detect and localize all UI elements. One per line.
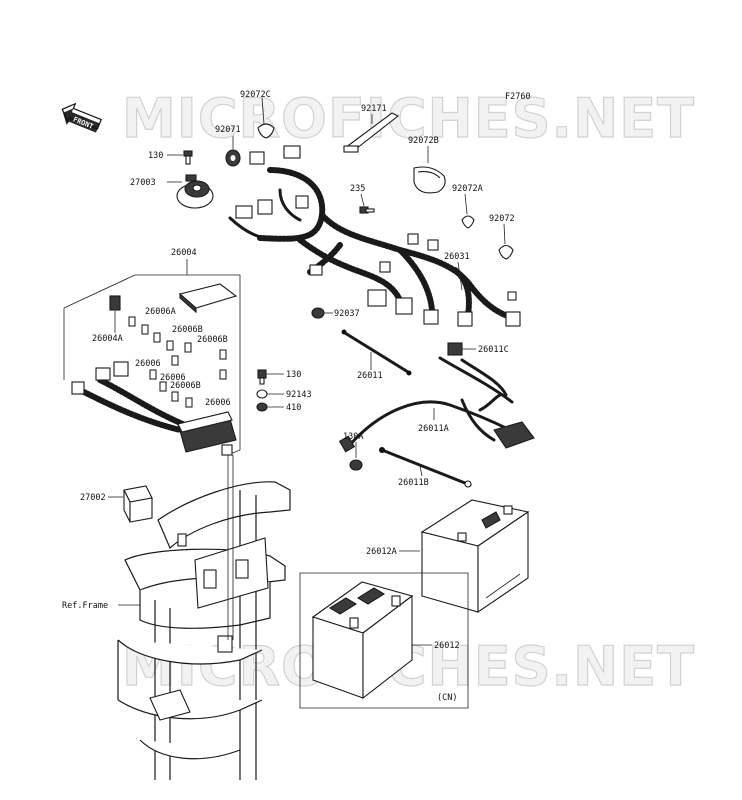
part-26011A[interactable] — [338, 393, 535, 453]
label-26011A: 26011A — [418, 424, 449, 434]
part-26011B[interactable] — [379, 447, 472, 488]
front-arrow-icon: FRONT — [61, 102, 102, 133]
label-26031: 26031 — [444, 252, 470, 262]
label-92037: 92037 — [334, 309, 360, 319]
part-26012A-battery[interactable] — [420, 499, 530, 614]
label-92072C: 92072C — [240, 90, 271, 100]
part-26031-wire-harness[interactable] — [228, 145, 521, 327]
label-26006B-2: 26006B — [197, 335, 228, 345]
diagram-code: F2760 — [505, 92, 531, 102]
part-92071[interactable] — [225, 149, 241, 167]
label-130A: 130A — [343, 432, 363, 442]
label-26006-1: 26006 — [135, 359, 161, 369]
part-130A[interactable] — [349, 459, 363, 471]
label-26006-2: 26006 — [160, 373, 186, 383]
label-130-top: 130 — [148, 151, 163, 161]
fuse-set[interactable] — [128, 316, 227, 408]
label-27002: 27002 — [80, 493, 106, 503]
label-26004: 26004 — [171, 248, 197, 258]
part-235[interactable] — [359, 206, 375, 214]
part-92171[interactable] — [343, 112, 400, 153]
part-410[interactable] — [256, 402, 268, 412]
label-26004A: 26004A — [92, 334, 123, 344]
part-92143[interactable] — [256, 389, 268, 399]
label-130-mid: 130 — [286, 370, 301, 380]
label-26011: 26011 — [357, 371, 383, 381]
label-26006A: 26006A — [145, 307, 176, 317]
part-27003-horn[interactable] — [176, 174, 214, 209]
part-130-top[interactable] — [183, 150, 193, 165]
label-26006B-1: 26006B — [172, 325, 203, 335]
part-92072C[interactable] — [257, 123, 275, 139]
label-92143: 92143 — [286, 390, 312, 400]
part-26004-fuse-box-lid[interactable] — [178, 283, 238, 314]
part-27002[interactable] — [123, 485, 153, 523]
label-26006-3: 26006 — [205, 398, 231, 408]
label-410: 410 — [286, 403, 301, 413]
label-27003: 27003 — [130, 178, 156, 188]
label-26012: 26012 — [434, 641, 460, 651]
part-26004A[interactable] — [109, 295, 121, 311]
label-ref-frame: Ref.Frame — [62, 601, 108, 611]
part-92072A[interactable] — [461, 215, 475, 229]
label-235: 235 — [350, 184, 365, 194]
label-92072A: 92072A — [452, 184, 483, 194]
watermark-top: MICROFICHES.NET — [122, 87, 695, 150]
label-92171: 92171 — [361, 104, 387, 114]
label-92071: 92071 — [215, 125, 241, 135]
part-92037[interactable] — [311, 307, 325, 319]
part-26011C[interactable] — [438, 342, 514, 404]
label-92072B: 92072B — [408, 136, 439, 146]
part-92072B[interactable] — [413, 166, 446, 194]
label-cn: (CN) — [437, 693, 457, 703]
label-26012A: 26012A — [366, 547, 397, 557]
part-26004-fuse-box[interactable] — [71, 361, 237, 456]
part-130-mid[interactable] — [257, 369, 267, 385]
frame-structure — [117, 455, 291, 780]
label-26006B-3: 26006B — [170, 381, 201, 391]
part-26012-battery[interactable] — [311, 581, 414, 700]
part-92072[interactable] — [498, 244, 514, 260]
label-92072: 92072 — [489, 214, 515, 224]
part-26011[interactable] — [341, 329, 412, 376]
label-26011C: 26011C — [478, 345, 509, 355]
label-26011B: 26011B — [398, 478, 429, 488]
